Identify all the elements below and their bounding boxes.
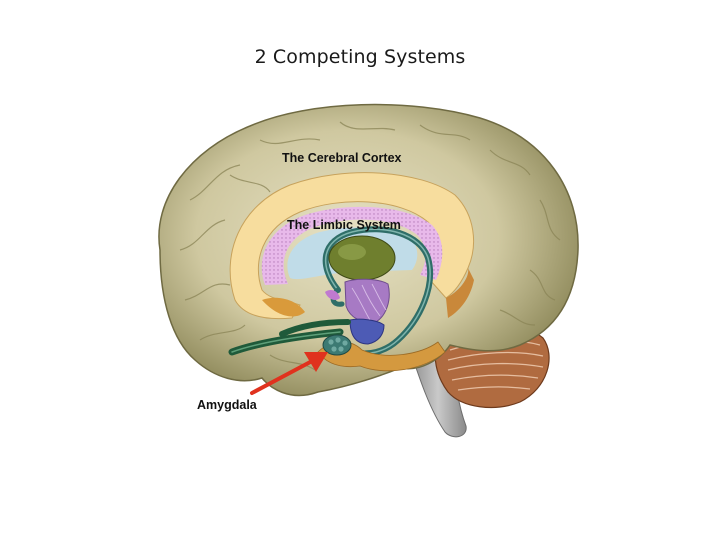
label-amygdala: Amygdala <box>197 398 257 412</box>
amygdala <box>322 334 352 356</box>
label-limbic-system: The Limbic System <box>287 218 401 232</box>
slide-title: 2 Competing Systems <box>254 46 466 68</box>
hypothalamus <box>344 278 390 323</box>
midbrain <box>349 318 385 345</box>
amygdala-arrow <box>250 352 328 395</box>
label-cerebral-cortex: The Cerebral Cortex <box>282 151 402 165</box>
limbic-band <box>261 206 443 285</box>
thalamus <box>328 235 396 281</box>
